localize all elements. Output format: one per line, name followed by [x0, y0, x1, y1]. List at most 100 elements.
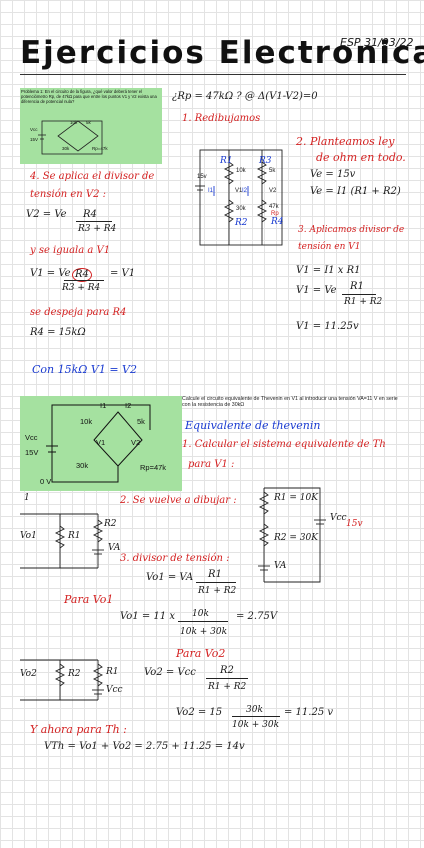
svg-text:30k: 30k — [76, 461, 88, 470]
p2-final-text: Y ahora para Th : — [30, 723, 127, 736]
svg-text:10k: 10k — [70, 120, 78, 125]
p1-30k-label: 30k — [236, 206, 246, 212]
p1-equate-num: R4 — [72, 268, 92, 282]
p2-title: Equivalente de thevenin — [185, 419, 321, 432]
svg-text:5k: 5k — [86, 120, 92, 125]
p2-vo1-calc-left: Vo1 = 11 x — [120, 611, 175, 622]
svg-text:I2: I2 — [125, 401, 131, 410]
p1-v1-eq2-left: V1 = Ve — [296, 285, 337, 296]
p2-vo2-circuit-vcc: Vcc — [106, 685, 123, 695]
p1-step3-line1: 3. Aplicamos divisor de — [298, 225, 405, 235]
p2-final-equation: VTh = Vo1 + Vo2 = 2.75 + 11.25 = 14v — [44, 741, 245, 752]
p2-step1-marker: 1 — [24, 493, 30, 503]
p1-v1-result: V1 = 11.25v — [296, 321, 359, 332]
p2-vo1-calc-den: 10k + 30k — [180, 627, 228, 637]
p2-vo1-calc-result: = 2.75V — [236, 611, 278, 622]
p2-vo1-eq-bar — [196, 582, 236, 583]
p2-circuit-va: VA — [108, 543, 121, 553]
p2-r2k: R2 = 30K — [274, 533, 318, 543]
p2-step2: 2. Se vuelve a dibujar : — [120, 495, 237, 506]
p1-v1-eq2-den: R1 + R2 — [344, 297, 383, 307]
p2-step1-line1: 1. Calcular el sistema equivalente de Th — [182, 439, 386, 450]
p1-r2-label: R2 — [235, 218, 248, 228]
p1-15v-label: 15v — [197, 174, 207, 180]
svg-text:Rp=47k: Rp=47k — [92, 146, 108, 151]
p1-i1-label: I1 — [208, 188, 214, 194]
p2-statement: Calcule el circuito equivalente de Theve… — [182, 396, 398, 408]
p1-v2-eq-left: V2 = Ve — [26, 209, 67, 220]
p1-ve2: Ve = I1 (R1 + R2) — [310, 186, 401, 197]
p1-v1-eq2-num: R1 — [350, 281, 364, 292]
p1-v2-eq-den: R3 + R4 — [78, 224, 117, 234]
p2-para-vo2: Para Vo2 — [176, 647, 226, 660]
p2-vcc-label: Vcc — [330, 513, 347, 523]
p2-vo2-eq-bar — [206, 678, 248, 679]
p1-v2-label: V2 — [269, 188, 277, 194]
p1-equate-text: y se iguala a V1 — [30, 245, 111, 256]
p1-v1-eq2-bar — [342, 294, 376, 295]
p2-vo2-calc-den: 10k + 30k — [232, 720, 280, 730]
p1-step2-line1: 2. Planteamos ley — [296, 135, 395, 148]
p2-step3: 3. divisor de tensión : — [120, 553, 230, 564]
p2-va-circuit: VA — [274, 561, 287, 571]
p1-v1-eq1: V1 = I1 x R1 — [296, 265, 361, 276]
p1-equate-right: = V1 — [110, 268, 136, 279]
p1-clear-text: se despeja para R4 — [30, 307, 127, 318]
title-underline — [20, 74, 406, 75]
p2-vo1-eq-den: R1 + R2 — [198, 586, 237, 596]
p2-vo1-eq-num: R1 — [208, 569, 222, 580]
svg-text:V2: V2 — [131, 438, 140, 447]
problem1-statement: Problema 1: En el circuito de la figura,… — [21, 89, 157, 104]
svg-text:15V: 15V — [25, 448, 38, 457]
p1-10k-label: 10k — [236, 168, 246, 174]
p2-r1k: R1 = 10K — [274, 493, 318, 503]
p1-conclusion: Con 15kΩ V1 = V2 — [32, 363, 137, 376]
p1-step2-line2: de ohm en todo. — [316, 151, 406, 164]
p1-v2-eq-bar — [76, 221, 112, 222]
p1-equate-den: R3 + R4 — [62, 283, 101, 293]
p2-vo2-eq-num: R2 — [220, 665, 234, 676]
svg-text:I1: I1 — [100, 401, 106, 410]
p1-equate-left: V1 = Ve — [30, 268, 71, 279]
p2-vo1-calc-num: 10k — [192, 609, 209, 619]
p2-vo2-calc-bar — [232, 716, 280, 717]
p1-5k-label: 5k — [269, 168, 276, 174]
p1-step4-line1: 4. Se aplica el divisor de — [30, 171, 155, 182]
svg-text:V1: V1 — [96, 438, 105, 447]
p1-step4-line2: tensión en V2 : — [30, 189, 107, 200]
svg-text:Vcc: Vcc — [25, 433, 38, 442]
p1-r3-label: R3 — [259, 156, 272, 166]
svg-text:10k: 10k — [80, 417, 92, 426]
p2-circuit-r2: R2 — [104, 519, 117, 529]
p2-vo2-circuit-r2: R2 — [68, 669, 81, 679]
p2-step1-line2: para V1 : — [188, 459, 235, 470]
problem2-figure — [20, 396, 182, 491]
p1-ve1: Ve = 15v — [310, 169, 356, 180]
p1-question: ¿Rp = 47kΩ ? @ Δ(V1-V2)=0 — [172, 91, 318, 102]
svg-text:Rp=47k: Rp=47k — [140, 463, 166, 472]
p2-15v: 15v — [346, 519, 363, 529]
svg-text:5k: 5k — [137, 417, 145, 426]
page-title: Ejercicios Electronica — [20, 35, 424, 71]
p1-i2-label: I2 — [242, 188, 248, 194]
p1-equate-bar — [64, 280, 104, 281]
p2-vo2-eq-left: Vo2 = Vcc — [144, 667, 196, 678]
svg-text:0 V: 0 V — [40, 477, 51, 486]
p2-vo2-circuit-r1: R1 — [106, 667, 119, 677]
p2-vo2-eq-den: R1 + R2 — [208, 682, 247, 692]
p1-v2-eq-num: R4 — [83, 209, 97, 220]
p2-para-vo1: Para Vo1 — [64, 593, 114, 606]
p1-47k-label: 47k — [269, 204, 279, 210]
p2-vo2-calc-result: = 11.25 v — [284, 707, 334, 718]
p2-vo1-circuit-label: Vo1 — [20, 531, 37, 541]
p1-rp-label: Rp — [271, 211, 279, 217]
p2-vo2-calc-left: Vo2 = 15 — [176, 707, 223, 718]
p2-vo1-calc-bar — [178, 621, 228, 622]
p2-vo1-eq-left: Vo1 = VA — [146, 572, 194, 583]
